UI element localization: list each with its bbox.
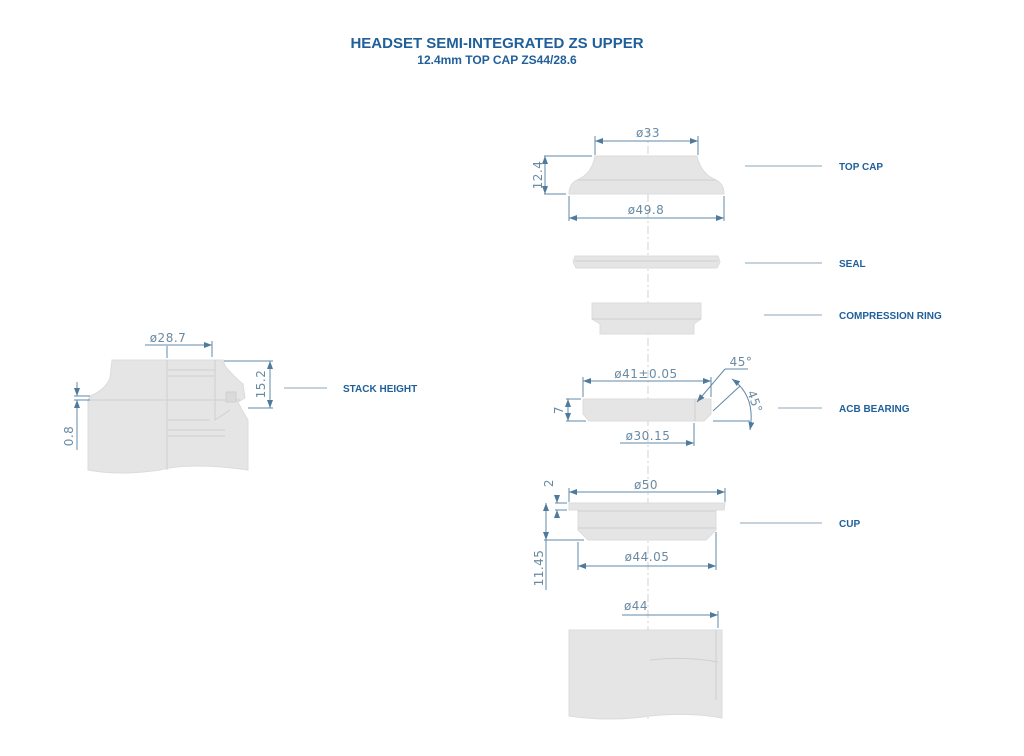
dim-top-cap-top-dia: ø33 xyxy=(636,126,660,140)
label-compression-ring: COMPRESSION RING xyxy=(839,311,942,322)
top-cap-part xyxy=(568,155,725,195)
diagram-title: HEADSET SEMI-INTEGRATED ZS UPPER xyxy=(350,35,643,52)
label-cup: CUP xyxy=(839,519,860,530)
dim-stack-dia: ø28.7 xyxy=(150,331,187,345)
seal-part xyxy=(572,255,721,269)
dim-cup-flange-dia: ø50 xyxy=(634,478,658,492)
label-top-cap: TOP CAP xyxy=(839,162,883,173)
label-acb-bearing: ACB BEARING xyxy=(839,404,910,415)
diagram-subtitle: 12.4mm TOP CAP ZS44/28.6 xyxy=(417,53,577,67)
label-stack-height: STACK HEIGHT xyxy=(343,384,417,395)
dim-bearing-angle-side: 45° xyxy=(744,389,765,415)
cup-part xyxy=(568,502,726,541)
dim-cup-height: 11.45 xyxy=(532,550,546,587)
dim-bearing-angle-top: 45° xyxy=(730,355,753,369)
dim-cup-body-dia: ø44.05 xyxy=(625,550,670,564)
label-seal: SEAL xyxy=(839,259,866,270)
dim-stack-gap: 0.8 xyxy=(62,426,76,447)
acb-bearing-part xyxy=(582,398,712,422)
dim-frame-dia: ø44 xyxy=(624,599,648,613)
dim-bearing-outer-dia: ø41±0.05 xyxy=(614,367,677,381)
dim-stack-height: 15.2 xyxy=(254,370,268,399)
dim-bearing-inner-dia: ø30.15 xyxy=(626,429,671,443)
compression-ring-part xyxy=(591,302,702,335)
dim-top-cap-bottom-dia: ø49.8 xyxy=(628,203,665,217)
dim-cup-flange-height: 2 xyxy=(542,479,556,487)
dim-top-cap-height: 12.4 xyxy=(531,161,545,190)
dim-bearing-height: 7 xyxy=(552,406,566,414)
frame-head-tube xyxy=(568,629,723,720)
stack-assembly xyxy=(87,359,249,474)
